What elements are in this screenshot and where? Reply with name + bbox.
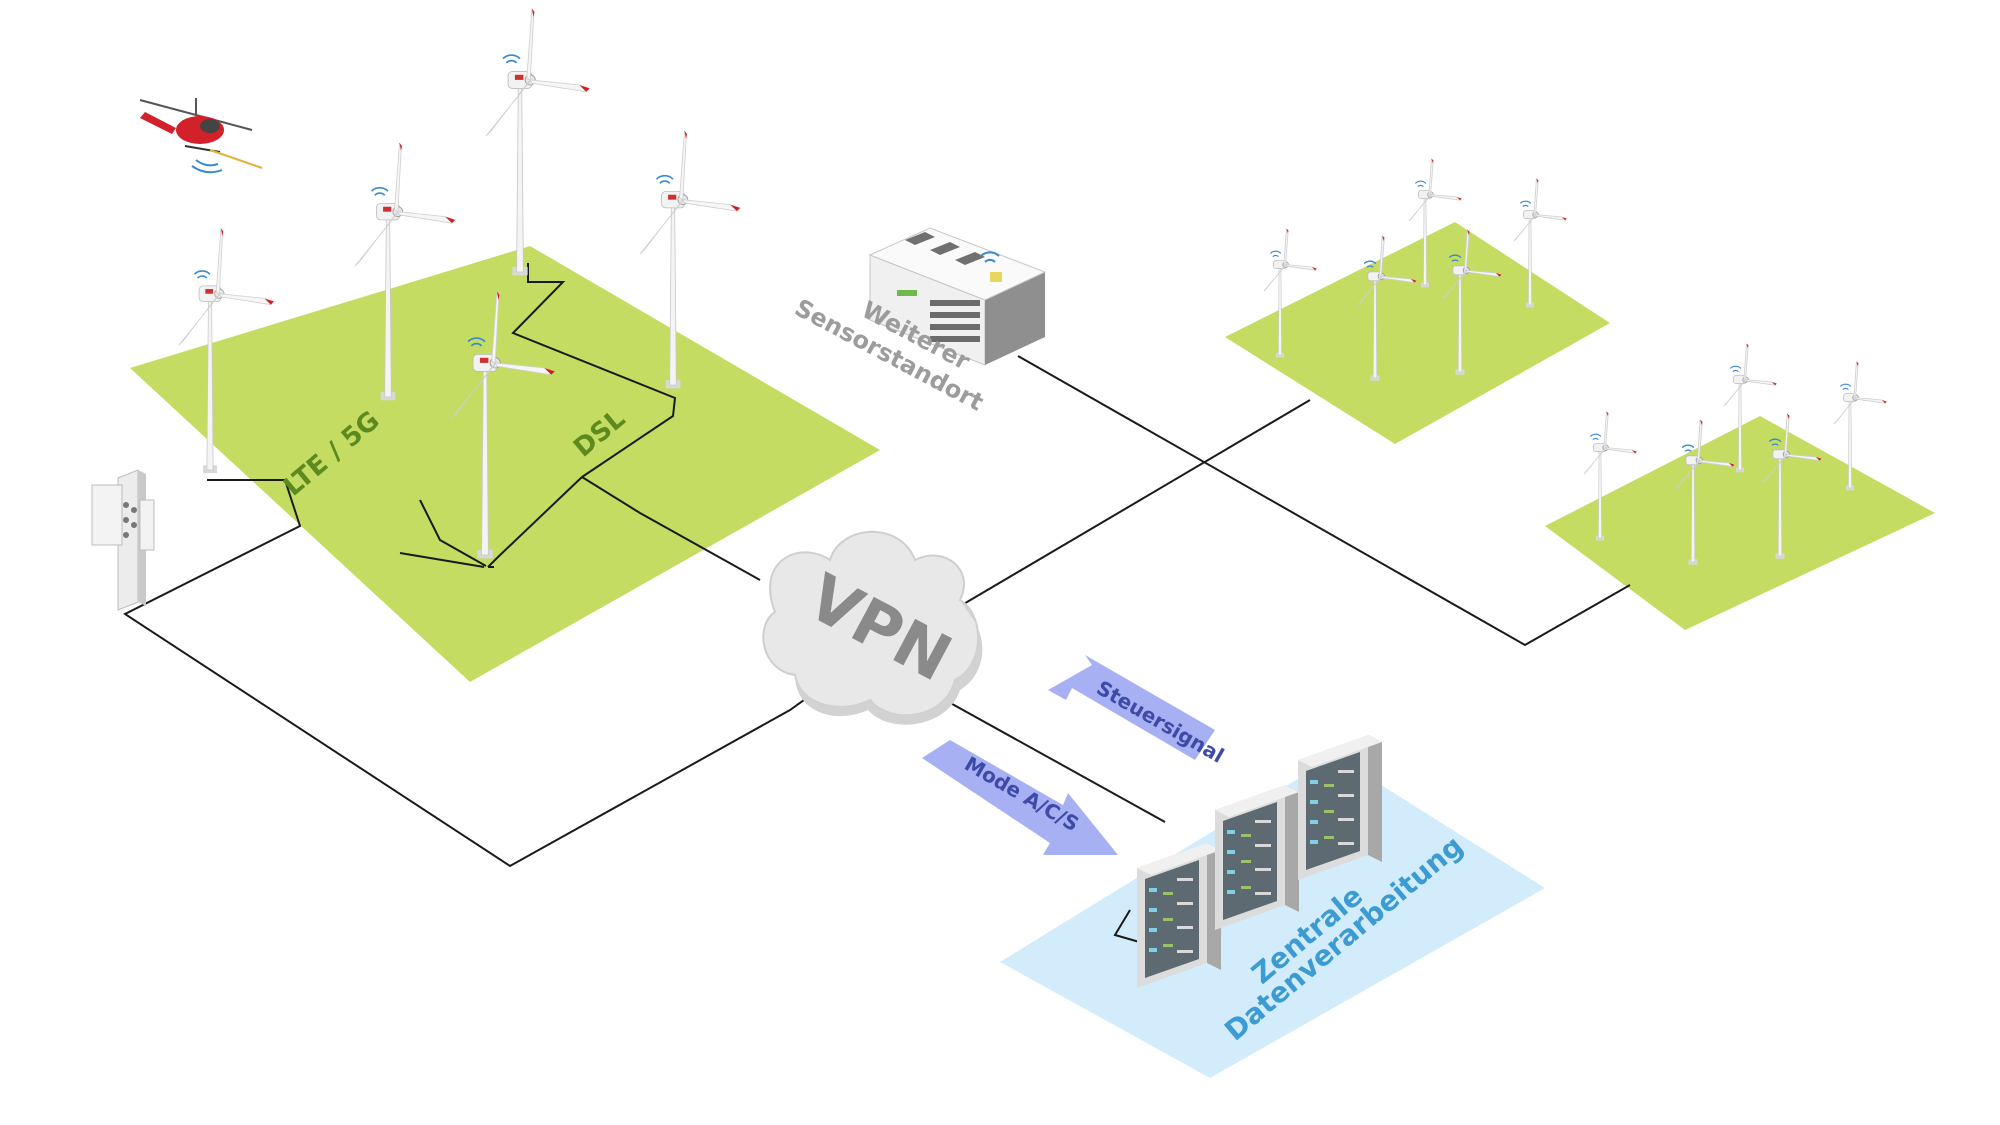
wind-park-field-lower-right	[1545, 416, 1935, 630]
wind-park-field-upper-right	[1225, 222, 1610, 444]
steuersignal-arrow: Steuersignal	[1048, 655, 1228, 768]
main-wind-park-field	[130, 246, 880, 682]
vpn-cloud: VPN	[762, 530, 983, 725]
datacenter-area	[1000, 756, 1545, 1078]
mode-arrow: Mode A/C/S	[922, 740, 1118, 855]
network-lines	[123, 263, 1631, 946]
sensor-building-icon	[868, 227, 1047, 366]
cell-tower-icon	[91, 469, 155, 611]
wind-turbine	[481, 7, 591, 277]
helicopter-icon	[139, 98, 263, 174]
steuersignal-label: Steuersignal	[1093, 676, 1229, 768]
